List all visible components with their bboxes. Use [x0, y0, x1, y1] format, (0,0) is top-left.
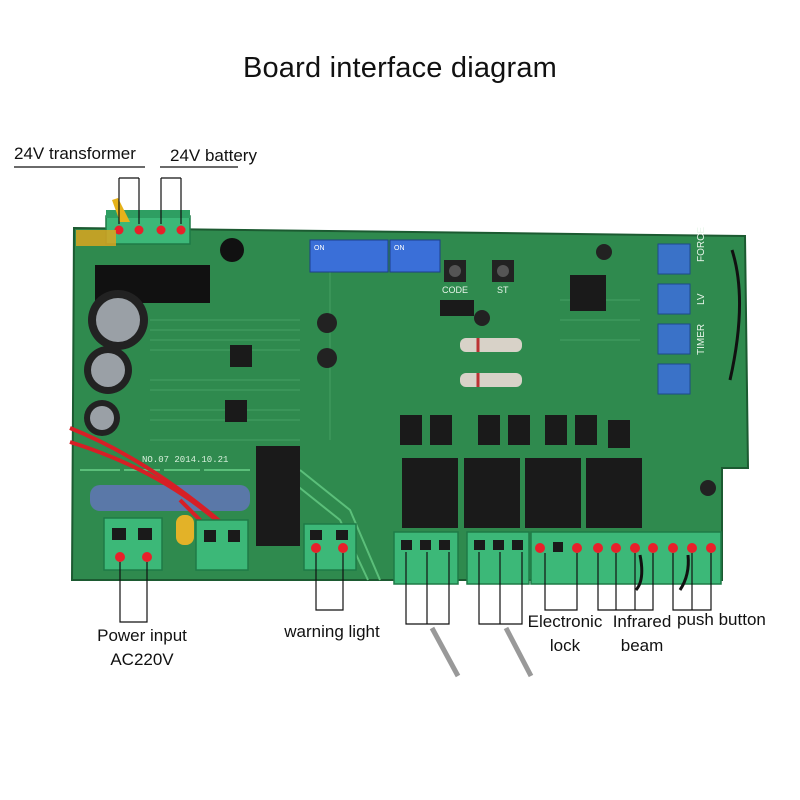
dip-on-label-2: ON: [394, 245, 405, 252]
label-power-input-line2: AC220V: [110, 650, 174, 669]
label-push-button: push button: [677, 610, 766, 629]
terminal-warning-light: [303, 523, 357, 571]
board-date-text: NO.07 2014.10.21: [142, 455, 228, 465]
power-resistors: [460, 338, 522, 387]
code-button-label: CODE: [442, 285, 468, 295]
page-title: Board interface diagram: [242, 52, 558, 84]
ic-chips: [225, 275, 630, 448]
terminal-motor-a: [393, 531, 459, 585]
label-infrared-beam-line1: Infrared: [612, 612, 672, 631]
label-24v-battery: 24V battery: [170, 146, 257, 165]
label-warning-light: warning light: [284, 622, 380, 641]
terminal-motor-b: [466, 531, 530, 585]
x-capacitor: [90, 485, 250, 511]
label-infrared-beam: Infrared beam: [602, 610, 682, 658]
label-infrared-beam-line2: beam: [620, 636, 664, 655]
terminal-strip-right: [530, 531, 722, 592]
potentiometers: FORCE LV TIMER: [657, 227, 741, 395]
callout-lines: [14, 166, 712, 625]
relays: [256, 446, 642, 546]
terminal-motor: [195, 519, 249, 571]
timer-label: TIMER: [696, 324, 707, 355]
terminal-power-input: [103, 517, 163, 571]
lv-label: LV: [696, 293, 707, 305]
force-label: FORCE: [696, 227, 707, 262]
label-power-input-line1: Power input: [97, 626, 187, 645]
tact-buttons: CODE ST: [442, 260, 514, 295]
terminal-block-top: [76, 198, 191, 246]
capacitors: [84, 238, 716, 496]
varistor: [176, 515, 194, 545]
motor-leads: [429, 626, 534, 678]
label-power-input: Power input AC220V: [82, 624, 202, 672]
dip-switches: ON ON: [309, 239, 441, 273]
label-electronic-lock-line1: Electronic: [527, 612, 603, 631]
label-electronic-lock: Electronic lock: [518, 610, 612, 658]
label-24v-transformer: 24V transformer: [14, 144, 136, 163]
st-button-label: ST: [497, 285, 509, 295]
label-electronic-lock-line2: lock: [549, 636, 581, 655]
dip-on-label-1: ON: [314, 245, 325, 252]
